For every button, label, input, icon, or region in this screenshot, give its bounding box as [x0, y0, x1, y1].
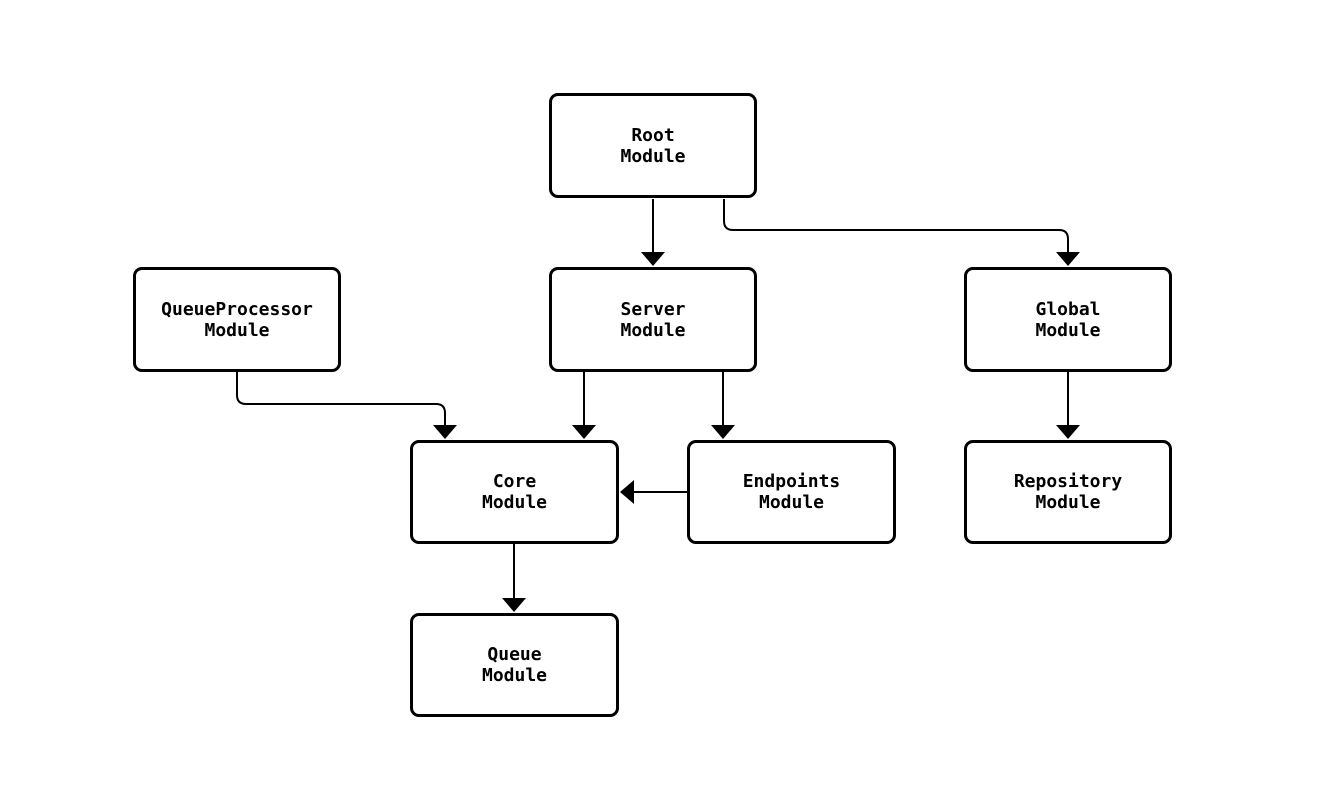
node-server-module: Server Module — [549, 267, 757, 372]
node-label-line2: Module — [1035, 492, 1101, 513]
node-queue-module: Queue Module — [410, 613, 619, 717]
node-label-line2: Module — [758, 492, 825, 513]
node-queueprocessor-module: QueueProcessor Module — [133, 267, 341, 372]
node-repository-module: Repository Module — [964, 440, 1172, 544]
edge-root-to-global — [723, 199, 1080, 266]
node-label-line1: Endpoints — [742, 471, 841, 492]
node-label-line1: QueueProcessor — [161, 298, 313, 320]
node-label-line2: Module — [204, 319, 270, 341]
node-label-line1: Repository — [1013, 471, 1123, 492]
node-label-line1: Server — [620, 298, 686, 320]
node-label-line2: Module — [620, 319, 686, 341]
node-label-line1: Root — [631, 124, 675, 146]
node-root-module: Root Module — [549, 93, 757, 198]
node-label-line2: Module — [620, 145, 686, 167]
node-label-line2: Module — [1035, 319, 1101, 341]
node-label-line1: Core — [492, 471, 537, 492]
node-global-module: Global Module — [964, 267, 1172, 372]
node-core-module: Core Module — [410, 440, 619, 544]
node-label-line2: Module — [481, 665, 548, 686]
node-endpoints-module: Endpoints Module — [687, 440, 896, 544]
node-label-line1: Queue — [487, 644, 542, 665]
edge-queueprocessor-to-core — [236, 371, 457, 439]
node-label-line1: Global — [1035, 298, 1101, 320]
node-label-line2: Module — [481, 492, 548, 513]
